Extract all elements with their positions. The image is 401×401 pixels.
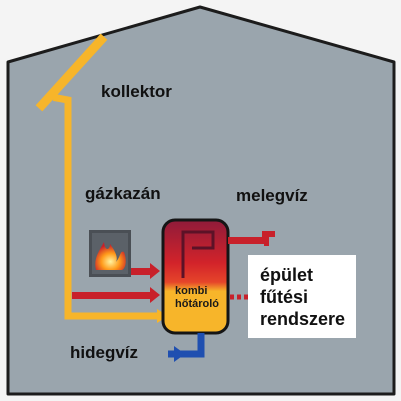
boiler-flow-arrow bbox=[150, 263, 160, 279]
storage-label-line1: kombi bbox=[175, 285, 208, 297]
faucet-icon bbox=[262, 231, 275, 246]
gas-boiler-label: gázkazán bbox=[85, 184, 161, 203]
hot-water-label: melegvíz bbox=[236, 186, 308, 205]
hot-water-pipe bbox=[228, 237, 264, 244]
heating-return bbox=[72, 292, 152, 299]
cold-water-arrow bbox=[174, 346, 185, 362]
flame-icon bbox=[95, 242, 126, 270]
tank-inner-pipe bbox=[181, 230, 215, 278]
storage-label-line2: hőtároló bbox=[175, 298, 219, 310]
collector-label: kollektor bbox=[101, 82, 172, 101]
heating-system-line3: rendszere bbox=[260, 309, 346, 329]
cold-water-label: hidegvíz bbox=[70, 343, 139, 362]
gas-boiler bbox=[89, 230, 131, 277]
storage-tank bbox=[161, 218, 230, 335]
heating-return-arrow bbox=[150, 287, 160, 303]
boiler-flow bbox=[131, 268, 153, 275]
solar-loop bbox=[35, 33, 161, 320]
heating-system-box bbox=[248, 255, 356, 338]
heating-system-line1: épület bbox=[260, 265, 314, 285]
heating-system-line2: fűtési bbox=[260, 287, 309, 307]
